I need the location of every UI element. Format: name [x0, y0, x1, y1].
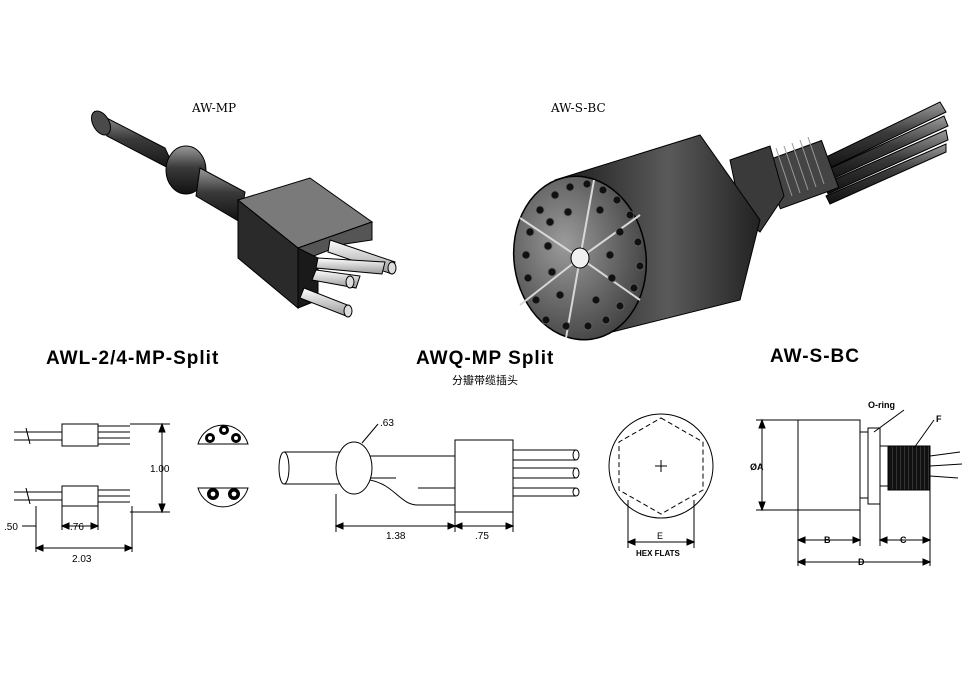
hex-end-view [608, 413, 714, 548]
awq-split-drawing [278, 423, 580, 532]
aw-s-bc-bottom-title: AW-S-BC [770, 346, 860, 367]
a-dim-label: ØA [750, 462, 764, 472]
aw-s-bc-drawing [756, 409, 963, 566]
awl-small-width-dim: .76 [70, 522, 84, 533]
b-dim-label: B [824, 535, 831, 545]
awl-end-views [197, 424, 249, 508]
d-dim-label: D [858, 557, 865, 567]
aw-mp-illustration [91, 110, 397, 318]
aw-mp-label: AW-MP [191, 101, 236, 115]
awl-offset-dim: .50 [4, 522, 18, 533]
awq-split-title: AWQ-MP Split [416, 348, 554, 369]
oring-label: O-ring [868, 400, 895, 410]
aw-s-bc-illustration [512, 101, 949, 341]
hex-e-label: E [657, 531, 663, 541]
awq-length-a-dim: 1.38 [386, 531, 406, 542]
f-label: F [936, 414, 942, 424]
chinese-caption: 分瓣带缆插头 [452, 373, 518, 387]
awl-split-drawing [14, 422, 170, 552]
c-dim-label: C [900, 535, 907, 545]
awl-split-title: AWL-2/4-MP-Split [46, 348, 219, 369]
awq-diameter-dim: .63 [380, 418, 394, 429]
awl-height-dim: 1.00 [150, 464, 170, 475]
aw-s-bc-top-label: AW-S-BC [550, 101, 606, 115]
hex-flats-label: HEX FLATS [636, 549, 681, 558]
awq-length-b-dim: .75 [475, 531, 489, 542]
awl-total-dim: 2.03 [72, 554, 92, 565]
